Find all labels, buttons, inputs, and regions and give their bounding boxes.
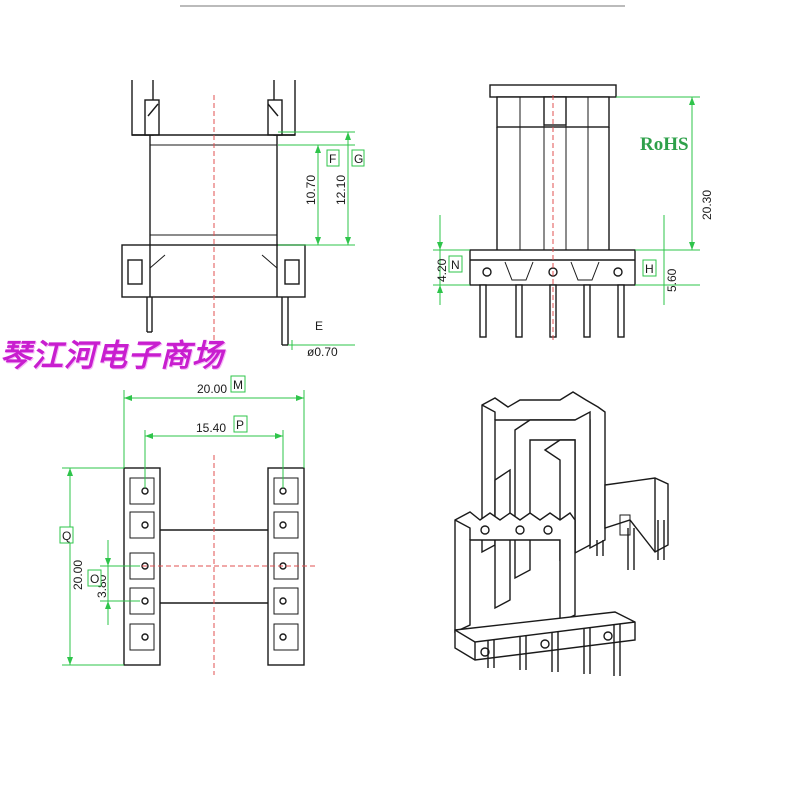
rohs-label: RoHS	[640, 134, 689, 155]
isometric-view	[454, 391, 669, 676]
side-view	[433, 84, 700, 340]
dim-q-label: Q	[62, 529, 71, 543]
dim-f-value: 10.70	[304, 175, 318, 205]
dim-p-label: P	[236, 418, 244, 432]
bottom-view	[62, 390, 318, 675]
dim-n-label: N	[451, 258, 460, 272]
isometric-pins	[480, 624, 621, 676]
dim-e-label: E	[315, 319, 323, 333]
shop-watermark: 琴江河电子商场	[0, 338, 224, 374]
dim-n-value: 4.20	[435, 258, 449, 282]
dim-g-label: G	[354, 152, 363, 166]
dim-q-value: 20.00	[71, 560, 85, 590]
dim-p-value: 15.40	[196, 421, 226, 435]
dim-o-label: O	[90, 572, 99, 586]
front-view	[121, 80, 355, 350]
dim-m-label: M	[233, 378, 243, 392]
dim-height-value: 20.30	[700, 190, 714, 220]
dim-h-label: H	[645, 262, 654, 276]
dim-e-value: ø0.70	[307, 345, 338, 359]
dim-m-value: 20.00	[197, 382, 227, 396]
side-pins	[479, 284, 625, 338]
dim-g-value: 12.10	[334, 175, 348, 205]
dim-f-label: F	[329, 152, 336, 166]
dim-h-value: 5.60	[665, 268, 679, 292]
